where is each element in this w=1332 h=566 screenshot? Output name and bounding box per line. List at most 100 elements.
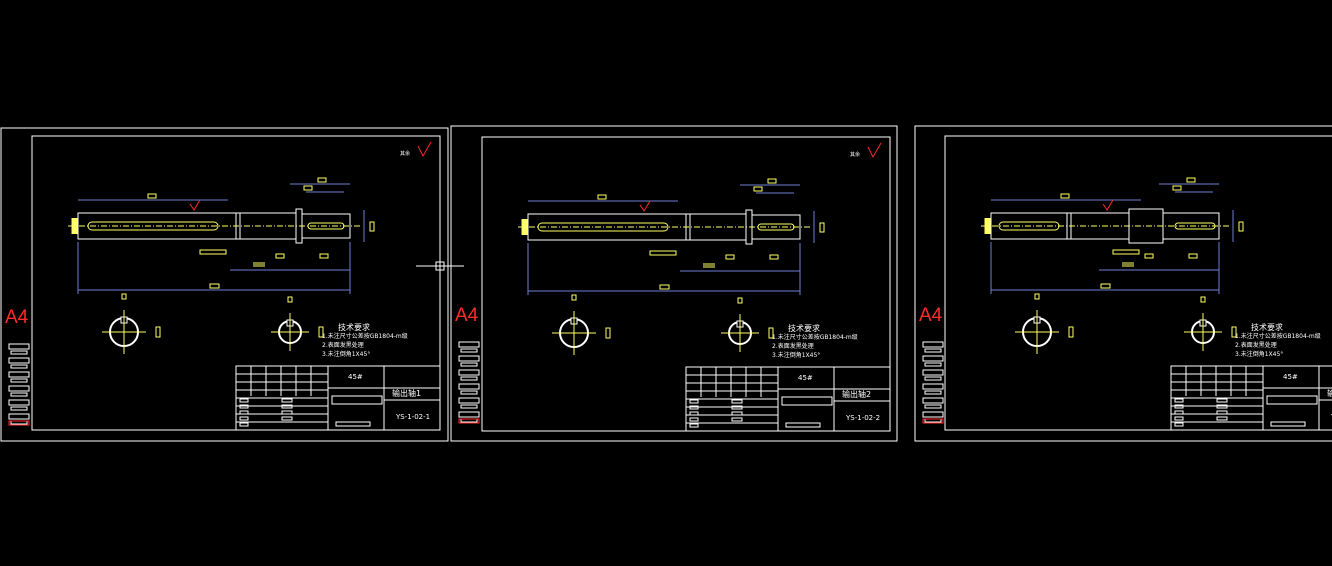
tech-requirement-line: 1.未注尺寸公差按GB1804-m级 [772,334,858,341]
title-block-cell [1174,422,1184,427]
dimension-value [1060,193,1070,199]
shaft-main-view [68,208,360,244]
title-block [1170,365,1332,431]
section-dimension-value [1034,293,1040,300]
shaft-main-view [518,209,810,245]
section-view-2 [721,297,774,352]
title-block-cell [1266,395,1318,405]
dimension-value [649,250,677,256]
section-view-2 [271,296,324,351]
title-block-cell [689,423,699,428]
sheet-2 [450,125,898,442]
margin-block [10,378,28,383]
tech-requirement-line: 1.未注尺寸公差按GB1804-m级 [322,333,408,340]
title-block-cell [1216,410,1228,415]
margin-block [922,411,944,418]
section-view-1 [552,294,611,355]
sheet-outer-border [0,127,449,442]
margin-block [8,371,30,378]
dimension-value [303,185,313,191]
title-block-cell [1216,404,1228,409]
title-block-cell [1174,398,1184,403]
roughness-symbol-icon [189,199,201,211]
margin-block [924,348,942,353]
dimension-value [767,178,777,184]
title-block-cell [781,396,833,406]
roughness-symbol-icon [867,142,882,159]
tech-requirement-line: 3.未注倒角1X45° [1235,351,1284,358]
tech-requirement-line: 2.表面发黑处理 [772,343,814,350]
title-block-cell [689,417,699,422]
margin-block [460,362,478,367]
title-block-cell [239,422,249,427]
section-dimension-value [155,326,161,338]
dimension-value [1172,185,1182,191]
title-block-cell [1174,410,1184,415]
margin-block [8,399,30,406]
tech-requirement-line: 3.未注倒角1X45° [772,352,821,359]
title-block-cell [239,398,249,403]
tech-requirement-line: 1.未注尺寸公差按GB1804-m级 [1235,333,1321,340]
shaft-main-view [981,208,1229,244]
part-name: 输出轴3 [1327,389,1332,398]
section-view-1 [102,293,161,354]
margin-block [922,369,944,376]
roughness-symbol-icon [1102,199,1114,211]
material-label: 45# [798,374,813,382]
margin-block [8,343,30,350]
sheet-3 [914,125,1332,442]
title-block-cell [689,411,699,416]
margin-block [458,369,480,376]
dimensions [984,177,1244,294]
title-block [685,366,891,432]
section-dimension-value [605,327,611,339]
margin-block [458,341,480,348]
dimension-value [369,221,375,232]
section-dimension-value [737,297,743,304]
margin-block [8,385,30,392]
title-block-cell [1174,404,1184,409]
tech-requirement-line: 3.未注倒角1X45° [322,351,371,358]
title-block-cell [331,395,383,405]
title-block-cell [239,416,249,421]
margin-block [458,411,480,418]
dimension-value [275,253,285,259]
title-block-cell [335,421,371,427]
dimension-value [199,249,227,255]
tech-requirements-title: 技术要求 [1251,323,1283,332]
margin-block [8,357,30,364]
title-block [235,365,441,431]
margin-block [922,355,944,362]
title-block-cell [785,422,821,428]
section-view-2 [1184,296,1237,351]
sheet-outer-border [450,125,898,442]
dimension-value [753,186,763,192]
section-dimension-value [1200,296,1206,303]
dimension-value [1238,221,1244,232]
crosshair-cursor-icon [416,244,464,288]
dimensions [521,178,825,295]
section-dimension-value [1231,326,1237,338]
title-block-cell [1270,421,1306,427]
part-name: 输出轴2 [842,390,872,399]
margin-block [458,355,480,362]
dimension-value [1188,253,1198,259]
sheet-1 [0,127,449,442]
paper-size-label: A4 [5,307,29,328]
margin-block [922,397,944,404]
title-block-cell [281,416,293,421]
margin-block [10,350,28,355]
title-block-cell [281,410,293,415]
dimension-value [769,254,779,260]
dimension-value [319,253,329,259]
title-block-cell [281,404,293,409]
part-name: 输出轴1 [392,389,422,398]
section-dimension-value [121,293,127,300]
margin-block-red [458,418,480,424]
title-block-cell [689,405,699,410]
sheet-inner-border [944,135,1332,431]
dimension-value [819,222,825,233]
section-dimension-value [1068,326,1074,338]
margin-block [922,341,944,348]
